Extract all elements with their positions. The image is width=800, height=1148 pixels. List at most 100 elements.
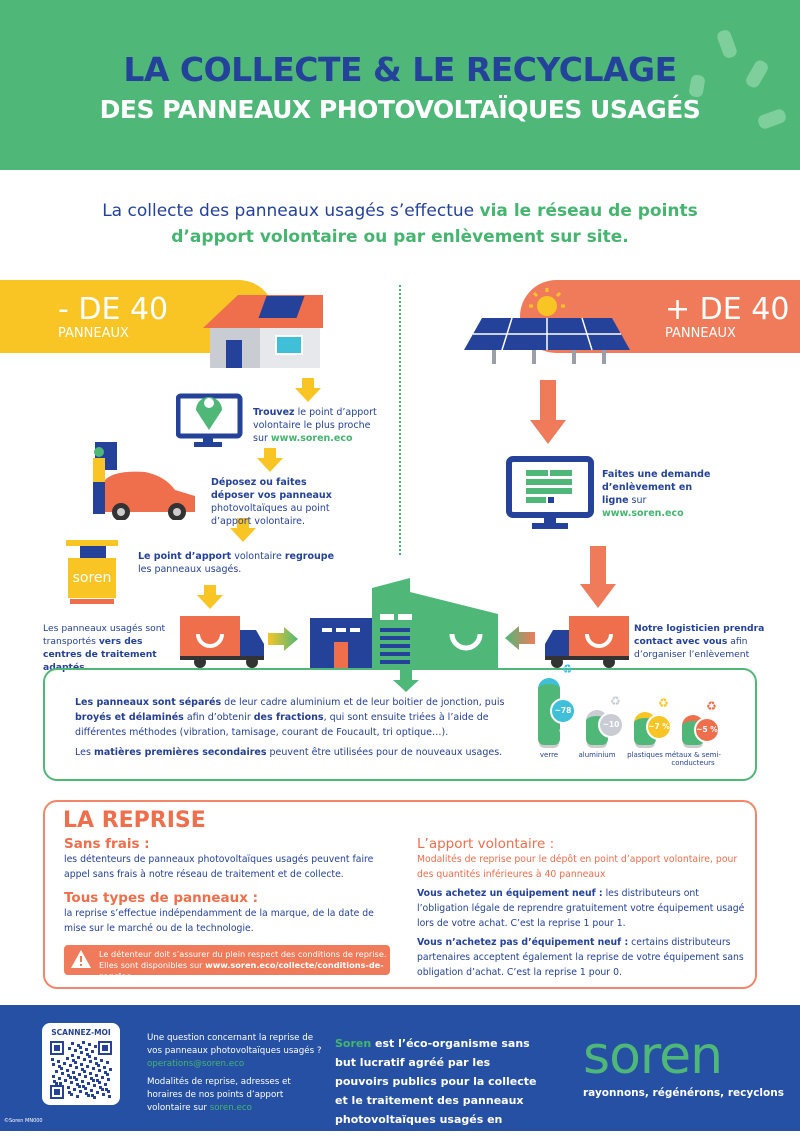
soren-box-logo: soren xyxy=(72,570,112,586)
more-than-40-banner: + DE 40 PANNEAUX xyxy=(520,280,800,353)
page-title: LA COLLECTE & LE RECYCLAGE xyxy=(123,50,677,89)
banner-count: - DE 40 xyxy=(58,292,169,327)
section-text: les détenteurs de panneaux photovoltaïqu… xyxy=(64,854,374,880)
fractions-chart: ~78 % ♻ verre ~10 % ♻ aluminium ~7 % ♻ plastique… xyxy=(530,662,750,775)
step-bold: Déposez ou faites déposer vos panneaux xyxy=(211,477,332,501)
intro-highlight: via le réseau de points d’apport volonta… xyxy=(171,201,698,247)
right-arrow-icon xyxy=(268,627,298,651)
soren-link[interactable]: www.soren.eco xyxy=(602,508,684,519)
down-arrow-icon xyxy=(257,448,283,472)
question-text: Une question concernant la reprise de vo… xyxy=(147,1033,322,1056)
conditions-link[interactable]: www.soren.eco/collecte/conditions-de-rep… xyxy=(99,960,384,981)
down-arrow-icon xyxy=(295,378,321,402)
step-text: afin d’organiser l’enlèvement xyxy=(634,636,750,660)
intro-text: La collecte des panneaux usagés s’effect… xyxy=(60,198,740,250)
description-text: est l’éco-organisme sans but lucratif ag… xyxy=(335,1037,537,1145)
banner-unit: PANNEAUX xyxy=(665,326,736,341)
dotted-divider xyxy=(399,285,401,555)
email-link[interactable]: operations@soren.eco xyxy=(147,1059,245,1069)
text: Les xyxy=(75,747,94,758)
qr-code[interactable]: SCANNEZ-MOI xyxy=(42,1023,120,1105)
step-transport: Les panneaux usagés sont transportés ver… xyxy=(43,622,178,674)
warning-text: Elles sont disponibles sur xyxy=(99,960,206,970)
step-text: sur xyxy=(628,495,647,506)
down-arrow-icon xyxy=(230,518,256,542)
intro-part: La collecte des panneaux usagés s’effect… xyxy=(102,201,480,221)
step-bold: Faites une demande d’enlèvement en ligne xyxy=(602,469,711,506)
step-text: le point d’apport volontaire le plus pro… xyxy=(253,407,377,444)
sans-frais-section: Sans frais : les détenteurs de panneaux … xyxy=(64,836,394,882)
truck-icon xyxy=(545,616,629,668)
fraction-percent: ~5 % xyxy=(694,716,720,743)
text: de leur cadre aluminium et de leur boiti… xyxy=(221,697,505,708)
recycle-icon: ♻ xyxy=(658,696,669,711)
step-drop-off: Déposez ou faites déposer vos panneaux p… xyxy=(211,476,346,528)
down-arrow-icon xyxy=(580,546,616,608)
modalities-text: Modalités de reprise, adresses et horair… xyxy=(147,1077,291,1113)
step-grouping: Le point d’apport volontaire regroupe le… xyxy=(138,550,338,576)
fraction-cylinder xyxy=(538,678,560,745)
page-subtitle: DES PANNEAUX PHOTOVOLTAÏQUES USAGÉS xyxy=(99,95,701,124)
text: peuvent être utilisées pour de nouveaux … xyxy=(266,747,503,758)
text: les distributeurs ont l’obligation légal… xyxy=(417,888,745,929)
banner-unit: PANNEAUX xyxy=(58,326,129,341)
text-bold: Vous achetez un équipement neuf : xyxy=(417,888,603,899)
text-bold: broyés et délaminés xyxy=(75,712,184,723)
down-arrow-icon xyxy=(197,585,223,609)
section-title: Tous types de panneaux : xyxy=(64,890,259,906)
process-paragraph: Les panneaux sont séparés de leur cadre … xyxy=(75,695,535,740)
step-bold: Trouvez xyxy=(253,407,295,418)
contact-question: Une question concernant la reprise de vo… xyxy=(147,1032,327,1115)
person-van-icon xyxy=(93,442,195,520)
header-banner xyxy=(0,0,800,170)
recycle-icon: ♻ xyxy=(610,693,621,708)
fraction-percent: ~10 % xyxy=(598,711,624,751)
solar-panels-icon xyxy=(464,288,630,364)
soren-link[interactable]: www.soren.eco xyxy=(270,433,353,444)
step-text: volontaire xyxy=(231,551,285,562)
down-arrow-icon xyxy=(393,670,419,692)
step-bold: regroupe xyxy=(284,551,335,562)
monitor-location-icon xyxy=(176,393,243,447)
text-bold: des fractions xyxy=(253,712,324,723)
step-bold: Notre logisticien prendra contact avec v… xyxy=(634,623,765,647)
fraction-label: aluminium xyxy=(578,751,616,759)
step-logistics-contact: Notre logisticien prendra contact avec v… xyxy=(634,622,779,661)
process-description: Les panneaux sont séparés de leur cadre … xyxy=(75,695,535,760)
copyright: ©Soren MN000 xyxy=(4,1118,43,1124)
logo-text: soren xyxy=(583,1026,723,1086)
collection-box-icon: soren xyxy=(66,540,118,605)
fraction-label: plastiques xyxy=(627,751,663,759)
sun-rays-decoration xyxy=(689,30,786,129)
warning-banner: Le détenteur doit s’assurer du plein res… xyxy=(64,945,390,981)
footer xyxy=(0,1005,800,1131)
fraction-label: métaux & semi-conducteurs xyxy=(665,751,721,767)
step-online-request: Faites une demande d’enlèvement en ligne… xyxy=(602,468,712,520)
monitor-form-icon xyxy=(506,456,594,529)
fraction-label: verre xyxy=(539,751,559,759)
step-find-point: Trouvez le point d’apport volontaire le … xyxy=(253,406,388,445)
banner-count: + DE 40 xyxy=(665,292,790,327)
soren-link[interactable]: soren.eco xyxy=(209,1103,252,1113)
section-title: L’apport volontaire : xyxy=(417,836,555,852)
text: , qui sont ensuite triées à l’aide de di… xyxy=(75,712,489,738)
soren-name: Soren xyxy=(335,1037,372,1050)
step-bold: Le point d’apport xyxy=(138,551,232,562)
treatment-process-panel xyxy=(43,668,757,781)
fraction-percent: ~7 % xyxy=(646,714,672,741)
text: afin d’obtenir xyxy=(183,712,254,723)
recycle-icon: ♻ xyxy=(706,698,717,713)
truck-icon xyxy=(180,616,264,668)
apport-volontaire-section: L’apport volontaire : Modalités de repri… xyxy=(417,836,747,980)
tous-types-section: Tous types de panneaux : la reprise s’ef… xyxy=(64,890,394,936)
soren-logo: soren xyxy=(583,1026,723,1086)
step-bold: vers des centres de traitement adaptés xyxy=(43,636,157,673)
text-bold: matières premières secondaires xyxy=(93,747,267,758)
fraction-percent: ~78 % xyxy=(550,698,576,737)
recycle-icon: ♻ xyxy=(562,662,573,677)
qr-label: SCANNEZ-MOI xyxy=(51,1028,111,1037)
down-arrow-icon xyxy=(530,380,566,444)
text-bold: Vous n’achetez pas d’équipement neuf : xyxy=(417,937,629,948)
section-title: Sans frais : xyxy=(64,836,150,852)
section-text: Vous n’achetez pas d’équipement neuf : c… xyxy=(417,935,747,980)
